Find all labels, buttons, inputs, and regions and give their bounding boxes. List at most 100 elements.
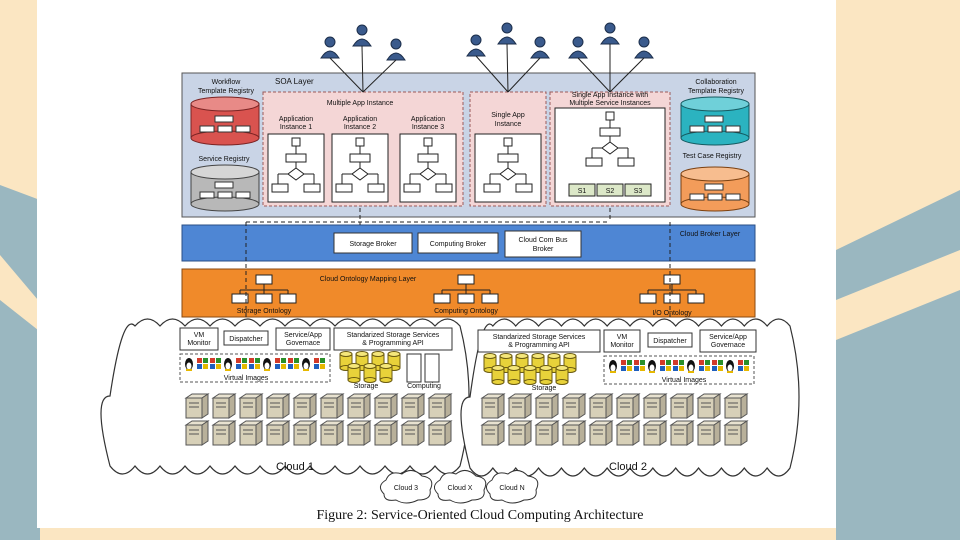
cloud1-os-icons: [185, 358, 325, 371]
computing-broker-label: Computing Broker: [430, 241, 487, 248]
service-instance: S3: [624, 183, 652, 197]
service-instance-label: S3: [634, 188, 643, 195]
cloud1-std-services-box: [333, 327, 453, 351]
server-icon: [480, 393, 506, 419]
figure-caption: Figure 2: Service-Oriented Cloud Computi…: [316, 508, 644, 523]
computing-ontology-label: Computing Ontology: [434, 308, 498, 315]
other-cloud: Cloud X: [434, 470, 487, 504]
windows-icon: [210, 358, 221, 369]
right-cream-shape: [836, 250, 960, 340]
linux-icon: [687, 360, 695, 373]
server-icon: [588, 393, 614, 419]
service-registry-label: Service Registry: [199, 156, 250, 163]
windows-icon: [660, 360, 671, 371]
ontology-tree-icon: [639, 274, 705, 304]
server-icon: [507, 420, 533, 446]
collab-registry-db-icon: [680, 96, 750, 146]
cloud1-vm-monitor-box: [179, 327, 219, 351]
storage-cylinder-icon: [539, 365, 553, 385]
server-icon: [615, 420, 641, 446]
service-registry-db-icon: [190, 164, 260, 212]
server-icon: [211, 420, 237, 446]
cloud1-label: Cloud 1: [276, 461, 314, 473]
server-icon: [588, 420, 614, 446]
ontology-tree-icon: [433, 274, 499, 304]
user-connection-lines: [329, 43, 645, 93]
cloud1-std-services-label: Standarized Storage Services& Programmin…: [347, 332, 440, 347]
user-icon: [466, 34, 486, 57]
linux-icon: [263, 358, 271, 371]
users-group: [320, 22, 654, 61]
server-icon: [373, 393, 399, 419]
storage-broker-label: Storage Broker: [349, 241, 397, 248]
linux-icon: [726, 360, 734, 373]
dashed-links: [245, 208, 671, 328]
cloud1-virtual-images-label: Virtual Images: [224, 375, 269, 382]
server-icon: [427, 420, 453, 446]
cloud2-servers: [480, 393, 749, 446]
user-icon: [320, 36, 340, 59]
broker-layer-label: Cloud Broker Layer: [680, 231, 741, 238]
server-icon: [346, 393, 372, 419]
server-icon: [427, 393, 453, 419]
server-icon: [400, 393, 426, 419]
windows-icon: [699, 360, 710, 371]
server-icon: [669, 393, 695, 419]
windows-icon: [197, 358, 208, 369]
server-icon: [615, 393, 641, 419]
other-cloud-label: Cloud X: [448, 485, 473, 492]
server-icon: [319, 420, 345, 446]
storage-ontology-label: Storage Ontology: [237, 308, 292, 315]
cloud1-governance-box: [275, 327, 331, 351]
cloud2-vm-monitor-box: [603, 329, 641, 353]
cloud1-storage-label: Storage: [354, 383, 379, 390]
server-icon: [184, 420, 210, 446]
storage-cylinder-icon: [555, 365, 569, 385]
server-icon: [561, 393, 587, 419]
windows-icon: [634, 360, 645, 371]
cloud1-computing-icon: [406, 353, 440, 383]
server-icon: [507, 393, 533, 419]
server-icon: [723, 420, 749, 446]
linux-icon: [648, 360, 656, 373]
linux-icon: [224, 358, 232, 371]
server-icon: [696, 393, 722, 419]
testcase-registry-label: Test Case Registry: [683, 153, 742, 160]
server-icon: [184, 393, 210, 419]
server-icon: [211, 393, 237, 419]
computing-broker-box: [417, 232, 499, 254]
ontology-layer-label: Cloud Ontology Mapping Layer: [320, 276, 417, 283]
server-icon: [534, 420, 560, 446]
single-app-flow: [474, 133, 542, 203]
server-icon: [238, 420, 264, 446]
cloud1-servers: [184, 393, 453, 446]
linux-icon: [185, 358, 193, 371]
cloud1-storage-icons: [339, 351, 401, 383]
windows-icon: [621, 360, 632, 371]
testcase-registry-db-icon: [680, 166, 750, 212]
cloud1-dispatcher-label: Dispatcher: [229, 336, 263, 343]
server-icon: [669, 420, 695, 446]
server-icon: [346, 420, 372, 446]
user-icon: [600, 22, 620, 45]
server-icon: [723, 393, 749, 419]
server-icon: [292, 393, 318, 419]
server-icon: [480, 420, 506, 446]
storage-cylinder-icon: [347, 363, 361, 383]
left-cream-shape: [0, 255, 38, 330]
cloud1-computing-label: Computing: [407, 383, 441, 390]
windows-icon: [288, 358, 299, 369]
cloud2-governance-box: [699, 329, 757, 353]
windows-icon: [738, 360, 749, 371]
